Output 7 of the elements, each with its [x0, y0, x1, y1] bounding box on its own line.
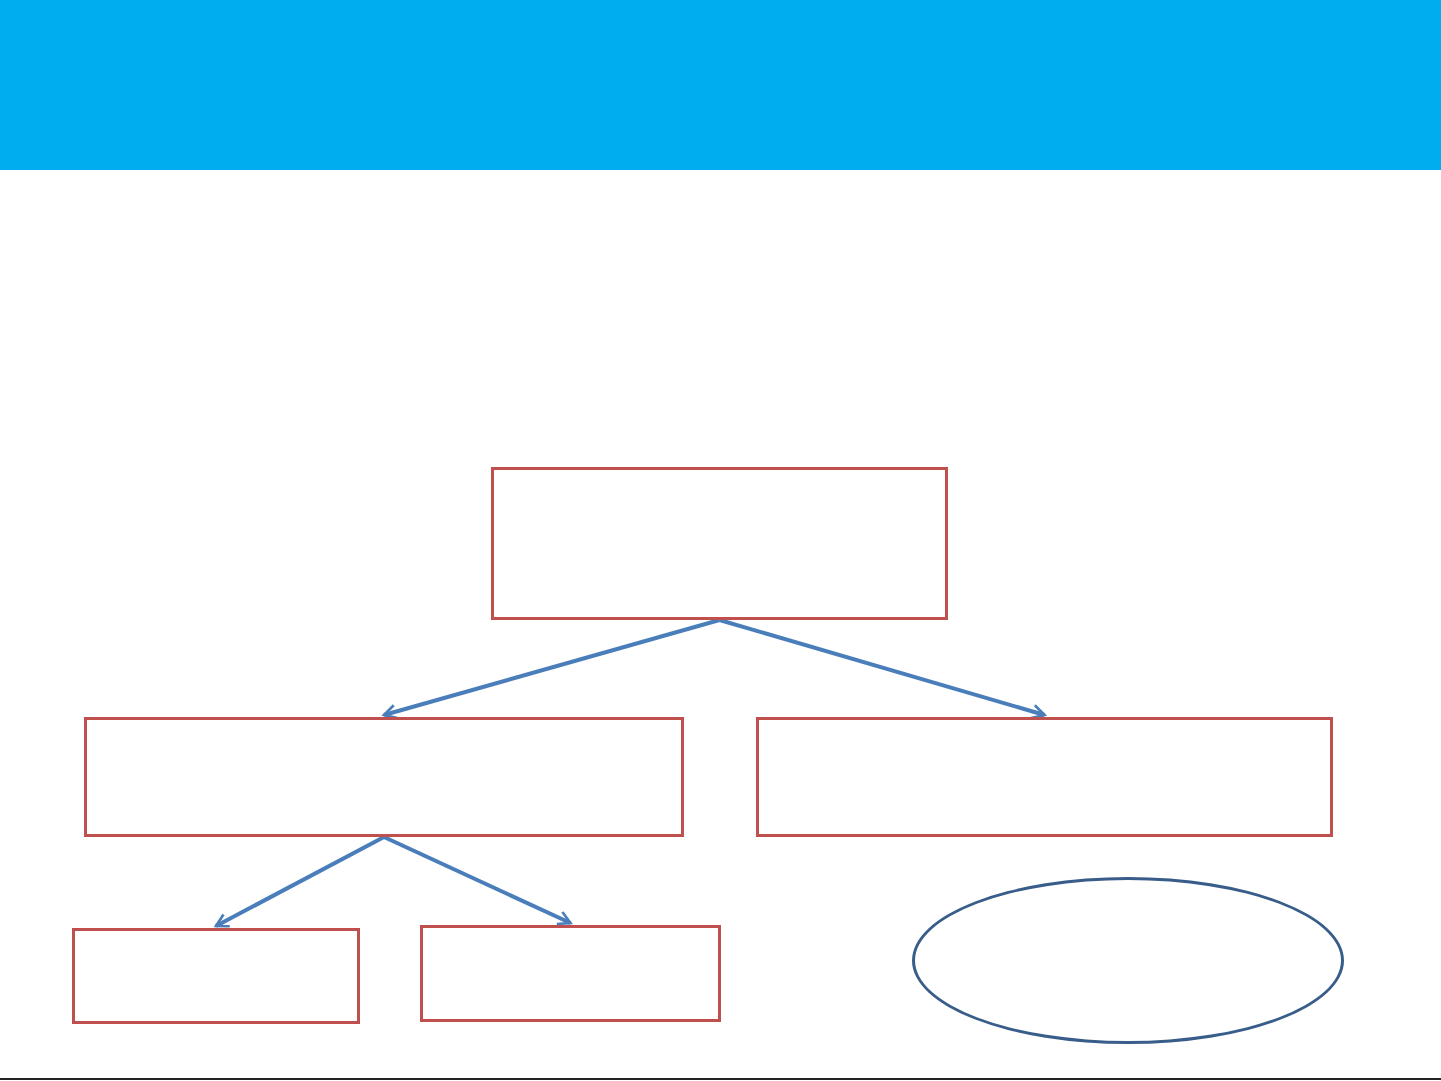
- empty-box: [84, 717, 684, 837]
- empty-box: [72, 928, 360, 1024]
- empty-box: [420, 925, 721, 1022]
- empty-box: [491, 467, 948, 620]
- arrow: [383, 835, 572, 926]
- empty-box: [756, 717, 1333, 837]
- arrow: [214, 835, 385, 928]
